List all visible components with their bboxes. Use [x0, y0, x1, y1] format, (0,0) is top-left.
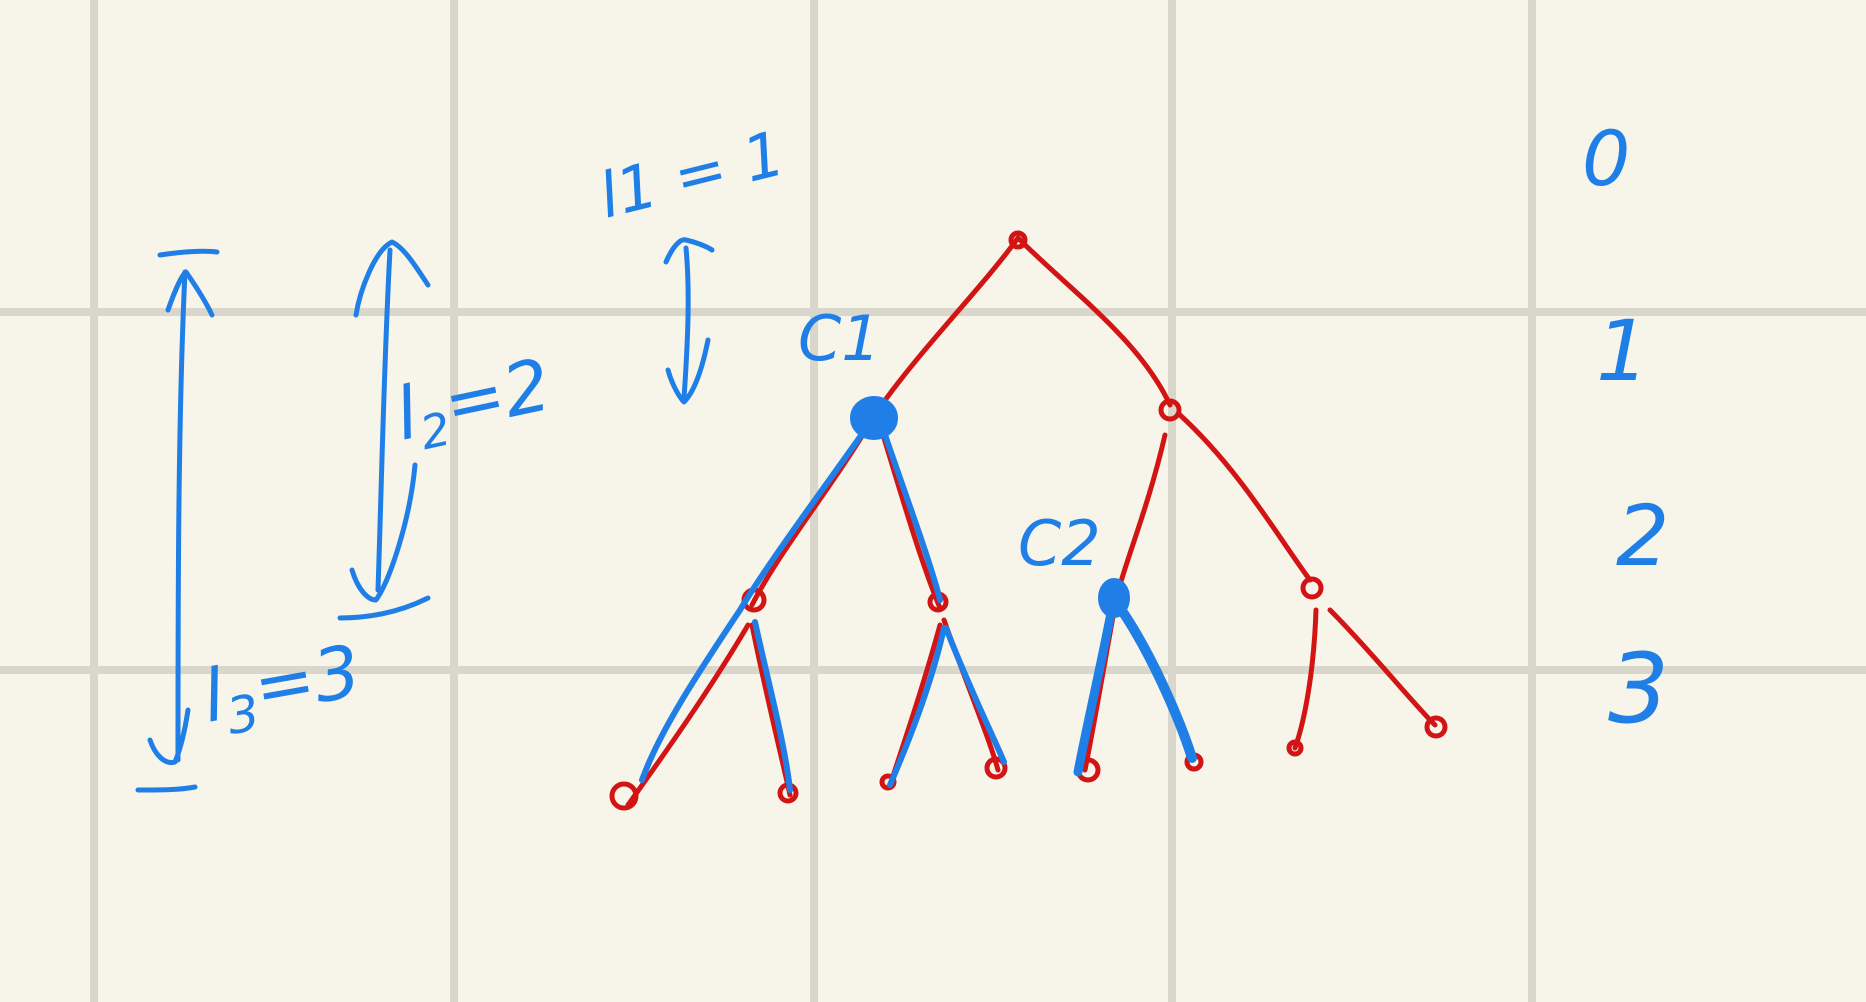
label-c2: C2 [1018, 507, 1101, 580]
leaf-4 [984, 756, 1008, 780]
blue-ll-leaf2 [752, 619, 793, 793]
blue-c2-leaf6 [1113, 600, 1197, 763]
level-numbers: 0 1 2 3 [1582, 114, 1669, 745]
label-c1: C1 [798, 302, 881, 375]
label-l3-rest: =3 [247, 629, 366, 730]
l3-arrow [175, 269, 188, 763]
l2-arrow-head-bottom [349, 462, 418, 603]
l3-arrow-head-top [165, 269, 215, 318]
l1-arrow-head-top [663, 237, 715, 265]
blue-c2-leaf5 [1073, 603, 1117, 777]
blue-node-c1 [850, 396, 898, 440]
l3-arrow-head-bottom [147, 707, 191, 766]
level-3: 3 [1608, 633, 1669, 745]
blue-c1-to-right [877, 417, 943, 603]
level-2: 2 [1616, 487, 1669, 585]
edge-root-left [875, 235, 1021, 413]
leaf-7 [1286, 739, 1304, 757]
l2-arrow [375, 247, 393, 593]
leaf-8 [1424, 715, 1448, 739]
label-l2: l2=2 [388, 342, 559, 464]
edge-root-right [1015, 235, 1173, 408]
blue-highlight-paths [639, 396, 1197, 793]
l2-arrow-head-top [353, 239, 431, 318]
l2-tick-bottom [337, 595, 431, 621]
l3-tick-top [157, 248, 220, 258]
label-l1: l1 = 1 [592, 116, 792, 232]
blue-lr-leaf4 [943, 625, 1007, 765]
level-0: 0 [1582, 114, 1630, 203]
edge-r2-leaf8 [1327, 607, 1438, 728]
edge-right1-c2 [1117, 432, 1168, 588]
blue-node-c2 [1098, 578, 1130, 618]
l1-arrow [681, 245, 691, 401]
l3-tick-bottom [135, 784, 198, 793]
blue-lr-leaf3 [887, 625, 947, 788]
node-rr-level2 [1300, 576, 1324, 600]
node-right-level1 [1158, 398, 1182, 422]
measure-arrows [135, 237, 715, 793]
node-root [1008, 230, 1028, 250]
l1-arrow-head-bottom [665, 337, 711, 405]
blue-c1-to-leaf1 [639, 417, 875, 783]
leaf-1 [609, 781, 639, 811]
edge-ll-leaf1 [625, 622, 751, 808]
label-l3: l3=3 [196, 629, 368, 750]
edge-r2-leaf7 [1292, 607, 1319, 751]
edge-right1-right2 [1177, 412, 1313, 583]
level-1: 1 [1596, 302, 1649, 400]
